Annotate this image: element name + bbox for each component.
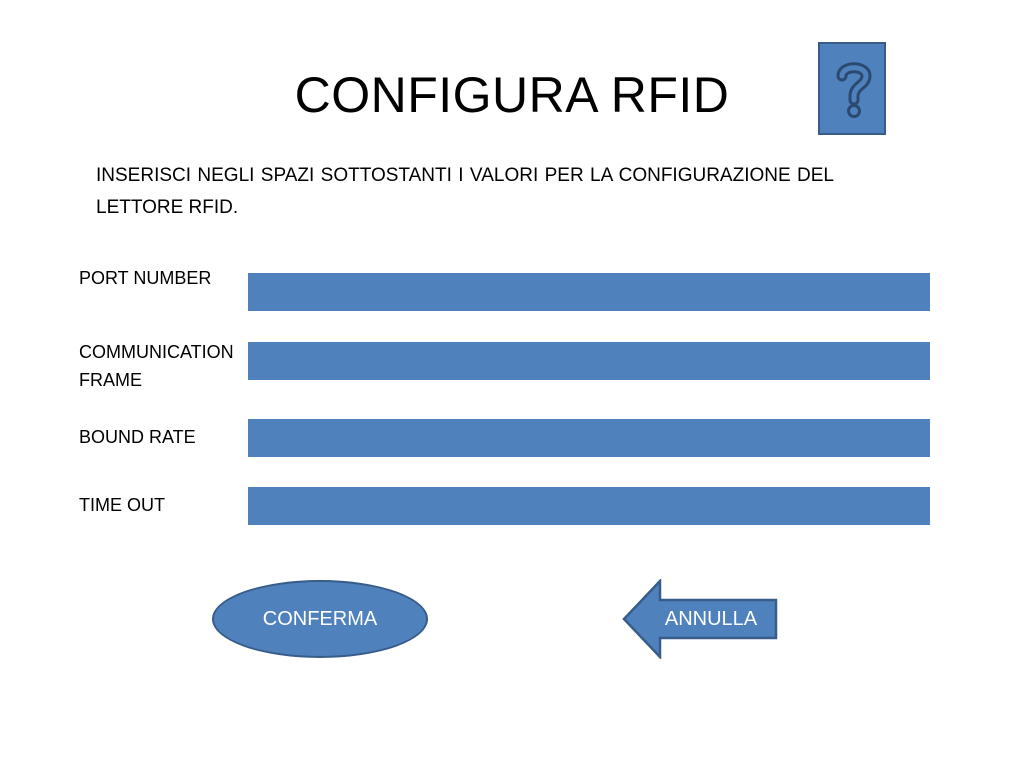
instructions-text: INSERISCI NEGLI SPAZI SOTTOSTANTI I VALO…: [96, 165, 834, 218]
communication-frame-input[interactable]: [248, 342, 930, 380]
port-number-input[interactable]: [248, 273, 930, 311]
cancel-button[interactable]: ANNULLA: [622, 579, 779, 659]
help-button[interactable]: [818, 42, 886, 135]
left-arrow-icon: [622, 579, 778, 659]
bound-rate-label: BOUND RATE: [79, 427, 196, 447]
cancel-button-label: ANNULLA: [664, 608, 758, 630]
confirm-button[interactable]: CONFERMA: [212, 580, 428, 658]
question-mark-icon: [836, 62, 872, 118]
port-number-label: PORT NUMBER: [79, 268, 212, 288]
bound-rate-input[interactable]: [248, 419, 930, 457]
time-out-label: TIME OUT: [79, 495, 165, 515]
time-out-input[interactable]: [248, 487, 930, 525]
page-title: CONFIGURA RFID: [294, 67, 730, 123]
communication-frame-label: COMMUNICATION FRAME: [79, 342, 234, 390]
